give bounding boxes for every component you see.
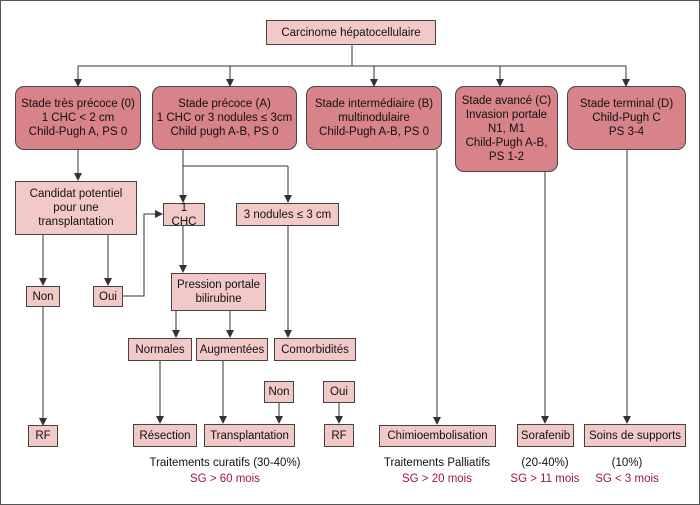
node-oui-2: Oui xyxy=(323,381,355,403)
node-stage-b: Stade intermédiaire (B) multinodulaire C… xyxy=(306,86,442,150)
caption-palliatifs-sg: SG > 20 mois xyxy=(402,473,472,485)
arrow-oui-1chc xyxy=(123,210,163,297)
caption-curatifs: Traitements curatifs (30-40%) xyxy=(149,457,301,469)
node-chimio: Chimioembolisation xyxy=(379,425,496,447)
caption-pct-c: (20-40%) xyxy=(521,457,569,469)
node-augmentees: Augmentées xyxy=(196,338,268,361)
node-soins: Soins de supports xyxy=(584,424,686,447)
node-comorbidites: Comorbidités xyxy=(274,338,356,361)
node-rf-1: RF xyxy=(28,425,58,447)
node-candidat: Candidat potentiel pour une transplantat… xyxy=(15,181,137,235)
node-non-1: Non xyxy=(26,286,60,307)
caption-palliatifs: Traitements Palliatifs xyxy=(383,457,491,469)
node-rf-2: RF xyxy=(324,424,354,447)
node-1chc: 1 CHC xyxy=(163,202,205,228)
connector-stageA-split xyxy=(182,150,288,167)
node-normales: Normales xyxy=(128,338,192,361)
node-sorafenib: Sorafenib xyxy=(517,424,574,447)
caption-sg-c: SG > 11 mois xyxy=(510,473,580,485)
node-oui-1: Oui xyxy=(93,286,123,307)
caption-sg-d: SG < 3 mois xyxy=(595,473,659,485)
node-stage-c: Stade avancé (C) Invasion portale N1, M1… xyxy=(455,86,558,172)
node-stage-d: Stade terminal (D) Child-Pugh C PS 3-4 xyxy=(567,86,686,150)
node-pression: Pression portale bilirubine xyxy=(171,273,266,311)
node-non-2: Non xyxy=(264,381,294,403)
node-resection: Résection xyxy=(133,424,197,447)
node-stage-0: Stade très précoce (0) 1 CHC < 2 cm Chil… xyxy=(15,86,141,150)
node-stage-a: Stade précoce (A) 1 CHC or 3 nodules ≤ 3… xyxy=(152,86,297,150)
caption-pct-d: (10%) xyxy=(611,457,643,469)
node-transplantation: Transplantation xyxy=(204,424,295,447)
node-root: Carcinome hépatocellulaire xyxy=(266,20,436,45)
caption-curatifs-sg: SG > 60 mois xyxy=(190,473,260,485)
node-3nodules: 3 nodules ≤ 3 cm xyxy=(236,203,339,226)
